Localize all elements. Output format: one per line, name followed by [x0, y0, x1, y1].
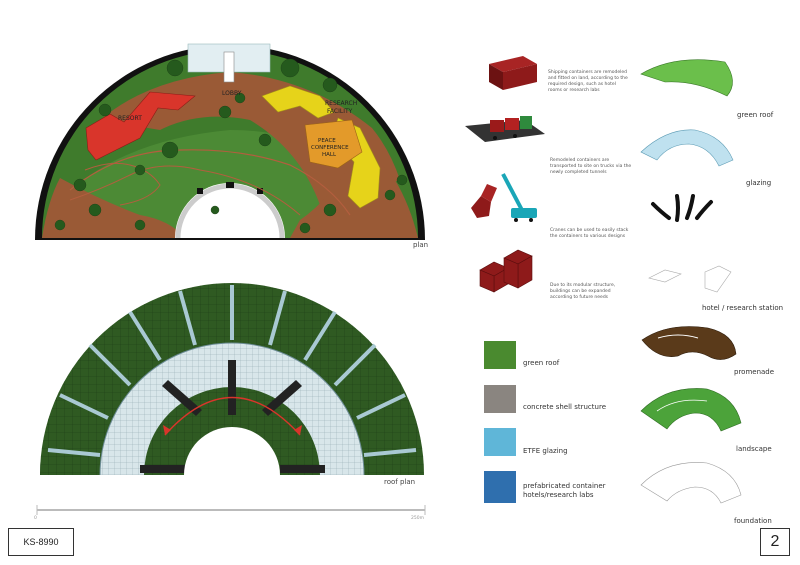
modules-illustration — [479, 249, 533, 293]
container-illustration — [489, 56, 537, 90]
layer-label-green-roof: green roof — [737, 111, 774, 119]
process-text-4: Due to its modular structure, buildings … — [550, 283, 616, 300]
roof-plan — [40, 283, 424, 476]
hall-label-3: HALL — [322, 152, 337, 158]
layer-hotel-station — [648, 265, 732, 293]
project-code: KS-8990 — [23, 537, 59, 547]
lobby-label: LOBBY — [222, 90, 242, 97]
hall-label-2: CONFERENCE — [311, 145, 349, 151]
plan-caption: plan — [413, 241, 429, 249]
truck-illustration — [465, 116, 545, 142]
legend-label-etfe: ETFE glazing — [523, 447, 568, 455]
hall-label-1: PEACE — [318, 138, 336, 144]
legend-label-concrete: concrete shell structure — [523, 403, 606, 411]
page-number: 2 — [770, 533, 780, 550]
site-plan: LOBBY RESORT RESEARCH FACILITY PEACE CON… — [35, 43, 425, 240]
layer-label-landscape: landscape — [736, 445, 772, 453]
layer-landscape — [640, 388, 742, 432]
research-label-1: RESEARCH — [325, 100, 357, 107]
layer-label-promenade: promenade — [734, 368, 775, 376]
scale-start: 0 — [34, 516, 37, 521]
legend-swatch-concrete — [484, 385, 516, 413]
crane-illustration — [471, 173, 537, 222]
layer-label-glazing: glazing — [746, 179, 772, 187]
roof-plan-caption: roof plan — [384, 478, 416, 486]
project-code-box: KS-8990 — [8, 528, 74, 556]
layer-label-foundation: foundation — [734, 517, 772, 525]
layer-promenade — [641, 326, 737, 360]
layer-foundation — [640, 462, 742, 504]
layer-concrete-shell — [651, 194, 713, 222]
legend-label-green-roof: green roof — [523, 359, 560, 367]
legend-swatch-green-roof — [484, 341, 516, 369]
scale-end: 250m — [411, 516, 424, 521]
layer-label-hotel-station: hotel / research station — [702, 304, 784, 312]
process-text-3: Cranes can be used to easily stack the c… — [550, 228, 629, 239]
page-number-box: 2 — [760, 528, 790, 556]
process-text-2: Remodeled containers are transported to … — [550, 158, 632, 175]
legend-label-container: prefabricated container hotels/research … — [523, 482, 606, 499]
layer-glazing — [640, 129, 734, 167]
legend-swatch-container — [484, 471, 516, 503]
scale-bar — [36, 505, 426, 515]
process-text-1: Shipping containers are remodeled and fi… — [548, 70, 628, 93]
layer-green-roof — [640, 59, 733, 97]
legend-swatch-etfe — [484, 428, 516, 456]
resort-label: RESORT — [118, 115, 142, 122]
research-label-2: FACILITY — [327, 108, 353, 115]
